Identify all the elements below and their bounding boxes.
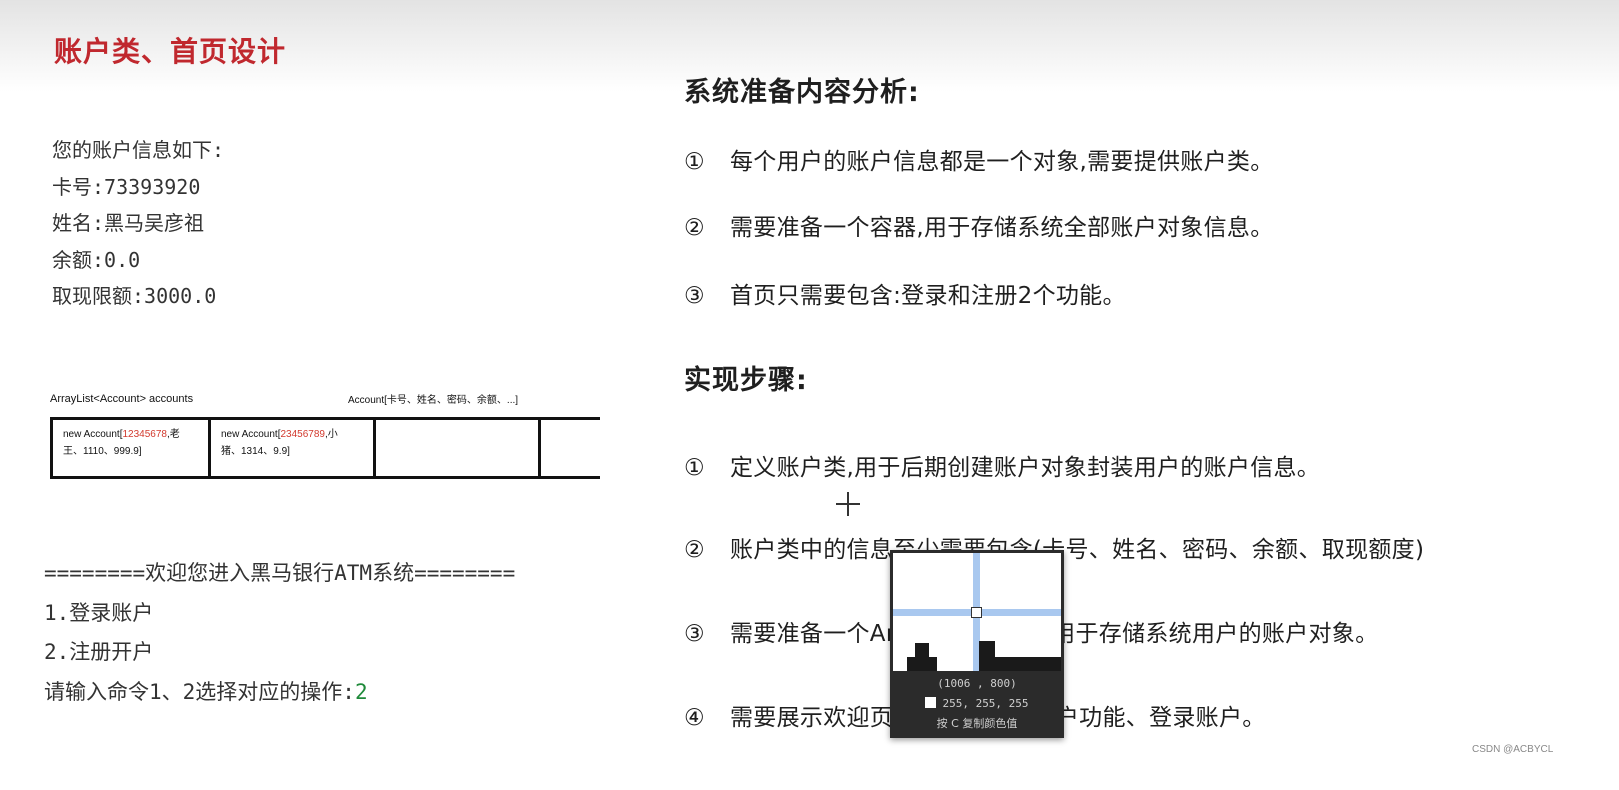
account-fields-label: Account[卡号、姓名、密码、余额、...] <box>348 395 519 406</box>
crosshair-cursor-icon <box>836 492 860 516</box>
magnifier-zoom-view <box>893 553 1061 671</box>
item-text: 定义账户类,用于后期创建账户对象封装用户的账户信息。 <box>730 455 1321 481</box>
copy-hint: 按 C 复制颜色值 <box>936 717 1018 730</box>
command-prompt: 请输入命令1、2选择对应的操作: <box>44 679 355 704</box>
arraylist-diagram: ArrayList<Account> accounts Account[卡号、姓… <box>48 388 608 483</box>
menu-option-register: 2.注册开户 <box>44 640 154 664</box>
watermark: CSDN @ACBYCL <box>1472 744 1554 755</box>
item-text: 首页只需要包含:登录和注册2个功能。 <box>730 283 1126 309</box>
arraylist-label: ArrayList<Account> accounts <box>50 393 194 405</box>
magnifier-center-pixel <box>971 607 982 618</box>
magnified-glyph-stroke <box>979 641 995 671</box>
slide-header-band <box>0 0 1619 92</box>
magnified-glyph-stroke <box>993 657 1061 671</box>
item-number: ② <box>684 537 705 563</box>
item-number: ② <box>684 215 705 241</box>
item-number: ① <box>684 455 705 481</box>
analysis-heading: 系统准备内容分析: <box>684 77 920 108</box>
cell-line2: 王、1110、999.9] <box>63 446 142 457</box>
account-info-console: 您的账户信息如下: 卡号:73393920 姓名:黑马吴彦祖 余额:0.0 取现… <box>52 132 224 315</box>
card-number-line: 卡号:73393920 <box>52 174 201 199</box>
item-number: ③ <box>684 283 705 309</box>
item-text: 每个用户的账户信息都是一个对象,需要提供账户类。 <box>730 149 1274 175</box>
balance-line: 余额:0.0 <box>52 247 141 272</box>
cell-line2: 猪、1314、9.9] <box>221 446 290 457</box>
account-cell-1: new Account[12345678,老 王、1110、999.9] <box>50 420 208 476</box>
command-prompt-line: 请输入命令1、2选择对应的操作:2 <box>44 673 515 713</box>
analysis-item-2: ② 需要准备一个容器,用于存储系统全部账户对象信息。 <box>684 208 1274 242</box>
item-number: ③ <box>684 621 705 647</box>
analysis-item-3: ③ 首页只需要包含:登录和注册2个功能。 <box>684 276 1126 310</box>
step-item-1: ① 定义账户类,用于后期创建账户对象封装用户的账户信息。 <box>684 448 1320 482</box>
item-number: ① <box>684 149 705 175</box>
command-input-value: 2 <box>354 679 368 704</box>
color-picker-magnifier[interactable]: (1006 , 800) 255, 255, 255 按 C 复制颜色值 <box>890 550 1064 738</box>
rgb-readout: 255, 255, 255 <box>890 694 1064 714</box>
steps-heading: 实现步骤: <box>684 365 808 396</box>
magnified-glyph-stroke <box>907 657 937 671</box>
welcome-menu-console: ========欢迎您进入黑马银行ATM系统======== 1.登录账户 2.… <box>44 554 515 712</box>
item-text: 账户类中的信息至少需要包含(卡号、姓名、密码、余额、取现额度) <box>730 537 1425 563</box>
step-item-2: ② 账户类中的信息至少需要包含(卡号、姓名、密码、余额、取现额度) <box>684 530 1424 564</box>
color-readout: (1006 , 800) 255, 255, 255 按 C 复制颜色值 <box>890 674 1064 734</box>
name-line: 姓名:黑马吴彦祖 <box>52 211 205 235</box>
cell-prefix: new Account[ <box>221 429 281 440</box>
rgb-value: 255, 255, 255 <box>942 697 1029 710</box>
account-info-header: 您的账户信息如下: <box>52 138 225 162</box>
analysis-item-1: ① 每个用户的账户信息都是一个对象,需要提供账户类。 <box>684 142 1274 176</box>
cell-card-number: 12345678 <box>122 429 167 440</box>
item-text: 需要准备一个容器,用于存储系统全部账户对象信息。 <box>730 215 1274 241</box>
slide-title: 账户类、首页设计 <box>54 35 287 68</box>
arraylist-cells: new Account[12345678,老 王、1110、999.9] new… <box>50 417 600 479</box>
cell-prefix: new Account[ <box>63 429 123 440</box>
account-cell-empty-2 <box>538 420 600 476</box>
cell-card-number: 23456789 <box>280 429 325 440</box>
color-swatch <box>925 697 937 708</box>
cursor-coords: (1006 , 800) <box>937 677 1017 690</box>
item-number: ④ <box>684 705 705 731</box>
account-cell-2: new Account[23456789,小 猪、1314、9.9] <box>208 420 373 476</box>
cell-rest: ,老 <box>166 429 180 440</box>
menu-option-login: 1.登录账户 <box>44 600 154 625</box>
withdraw-limit-line: 取现限额:3000.0 <box>52 284 217 308</box>
welcome-banner: ========欢迎您进入黑马银行ATM系统======== <box>44 561 516 585</box>
cell-rest: ,小 <box>324 429 338 440</box>
account-cell-empty-1 <box>373 420 538 476</box>
